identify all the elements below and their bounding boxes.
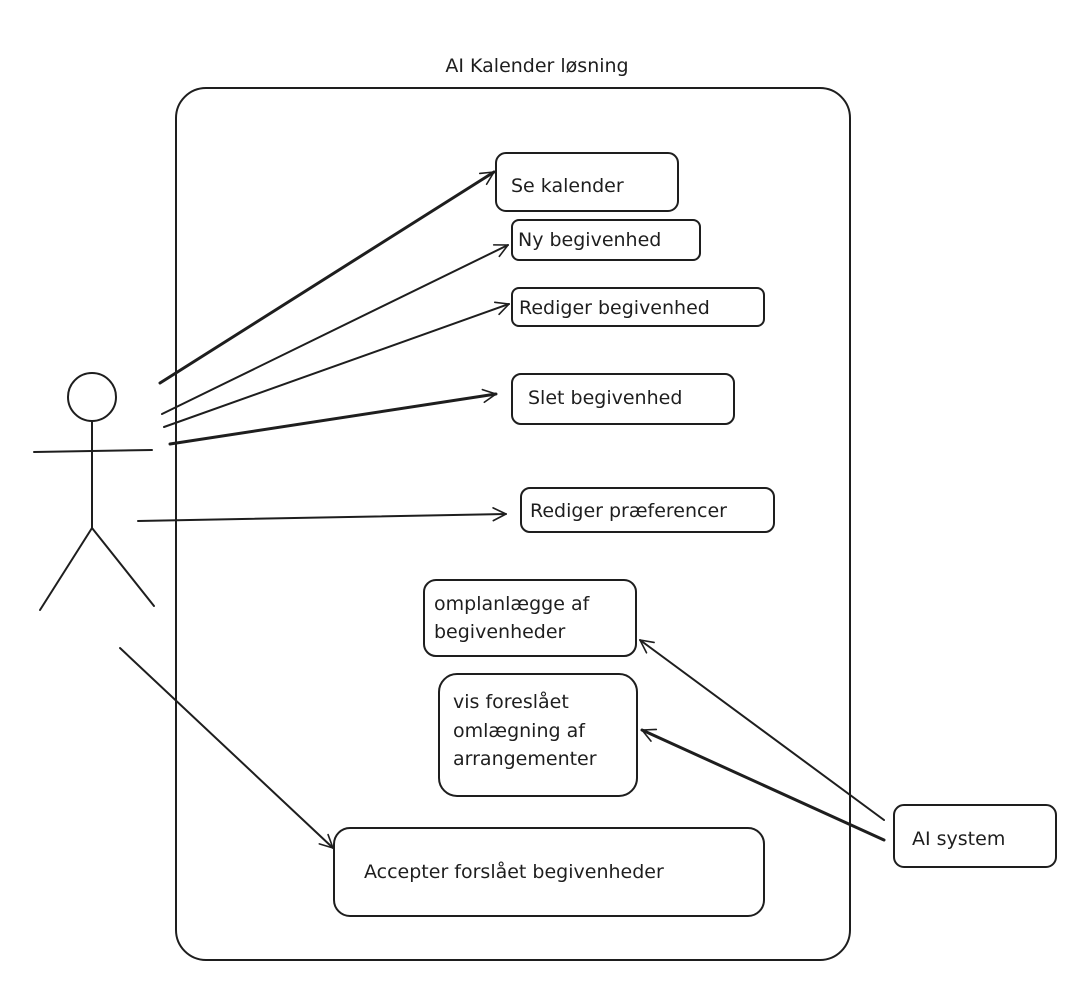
arrow-ai-to-omplanlaegge (639, 639, 885, 821)
use-case-label: Slet begivenhed (528, 387, 682, 409)
use-case-label-line-3: arrangementer (453, 748, 597, 770)
arrow-user-to-se-kalender (158, 170, 496, 385)
use-case-rediger-praeferencer: Rediger præferencer (520, 487, 775, 533)
arrow-user-to-slet-begivenhed (168, 388, 498, 446)
actor-left-leg (39, 527, 93, 611)
use-case-box (520, 487, 775, 533)
use-case-label: Accepter forslået begivenheder (364, 860, 664, 883)
use-case-se-kalender: Se kalender (495, 152, 679, 212)
arrow-ai-to-vis-foreslaaet (640, 728, 886, 842)
actor-right-leg (91, 527, 155, 607)
use-case-rediger-begivenhed: Rediger begivenhed (511, 287, 765, 327)
use-case-box (511, 373, 735, 425)
use-case-box (438, 673, 638, 797)
use-case-label: Rediger begivenhed (519, 297, 710, 319)
arrow-user-to-ny-begivenhed (161, 244, 509, 415)
arrow-user-to-accepter (119, 647, 334, 849)
use-case-slet-begivenhed: Slet begivenhed (511, 373, 735, 425)
user-actor-figure (33, 372, 155, 611)
use-case-box (333, 827, 765, 917)
actor-box (893, 804, 1057, 868)
system-boundary (175, 87, 851, 961)
use-case-vis-foreslaaet: vis foreslået omlægning af arrangementer (438, 673, 638, 797)
use-case-label: Rediger præferencer (530, 500, 727, 522)
use-case-label: Se kalender (511, 175, 624, 197)
use-case-label: Ny begivenhed (518, 229, 661, 251)
actor-arms (33, 449, 153, 453)
use-case-box (423, 579, 637, 657)
use-case-box (495, 152, 679, 212)
use-case-label-line-1: omplanlægge af (434, 593, 591, 615)
use-case-omplanlaegge: omplanlægge af begivenheder (423, 579, 637, 657)
actor-head (67, 372, 117, 422)
actor-label: AI system (912, 828, 1005, 850)
use-case-accepter: Accepter forslået begivenheder (333, 827, 765, 917)
arrow-user-to-rediger-begivenhed (163, 301, 510, 428)
ai-system-actor: AI system (893, 804, 1057, 868)
arrow-user-to-rediger-praeferencer (137, 507, 507, 522)
use-case-box (511, 287, 765, 327)
use-case-label-line-2: omlægning af (453, 720, 586, 742)
use-case-label-line-1: vis foreslået (453, 690, 569, 713)
use-case-label-line-2: begivenheder (434, 621, 566, 643)
system-boundary-title: AI Kalender løsning (445, 55, 628, 77)
use-case-ny-begivenhed: Ny begivenhed (511, 219, 701, 261)
use-case-box (511, 219, 701, 261)
